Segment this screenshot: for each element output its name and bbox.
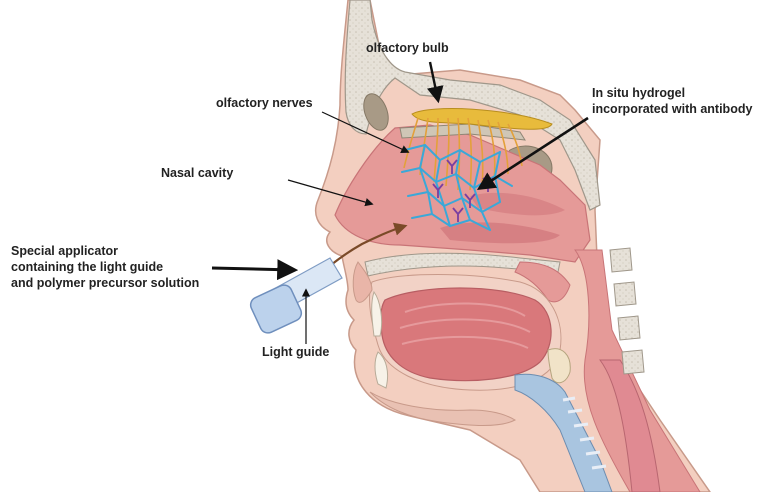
label-applicator-line-2: containing the light guide: [11, 260, 163, 275]
label-olfactory-bulb: olfactory bulb: [366, 41, 449, 56]
label-light-guide: Light guide: [262, 345, 329, 360]
label-nasal-cavity: Nasal cavity: [161, 166, 233, 181]
tongue: [381, 288, 551, 381]
label-applicator-line-3: and polymer precursor solution: [11, 276, 199, 291]
label-hydrogel-line-2: incorporated with antibody: [592, 102, 752, 117]
label-applicator-line-1: Special applicator: [11, 244, 118, 259]
arrow-applicator: [212, 268, 294, 270]
label-hydrogel-line-1: In situ hydrogel: [592, 86, 685, 101]
label-olfactory-nerves: olfactory nerves: [216, 96, 313, 111]
